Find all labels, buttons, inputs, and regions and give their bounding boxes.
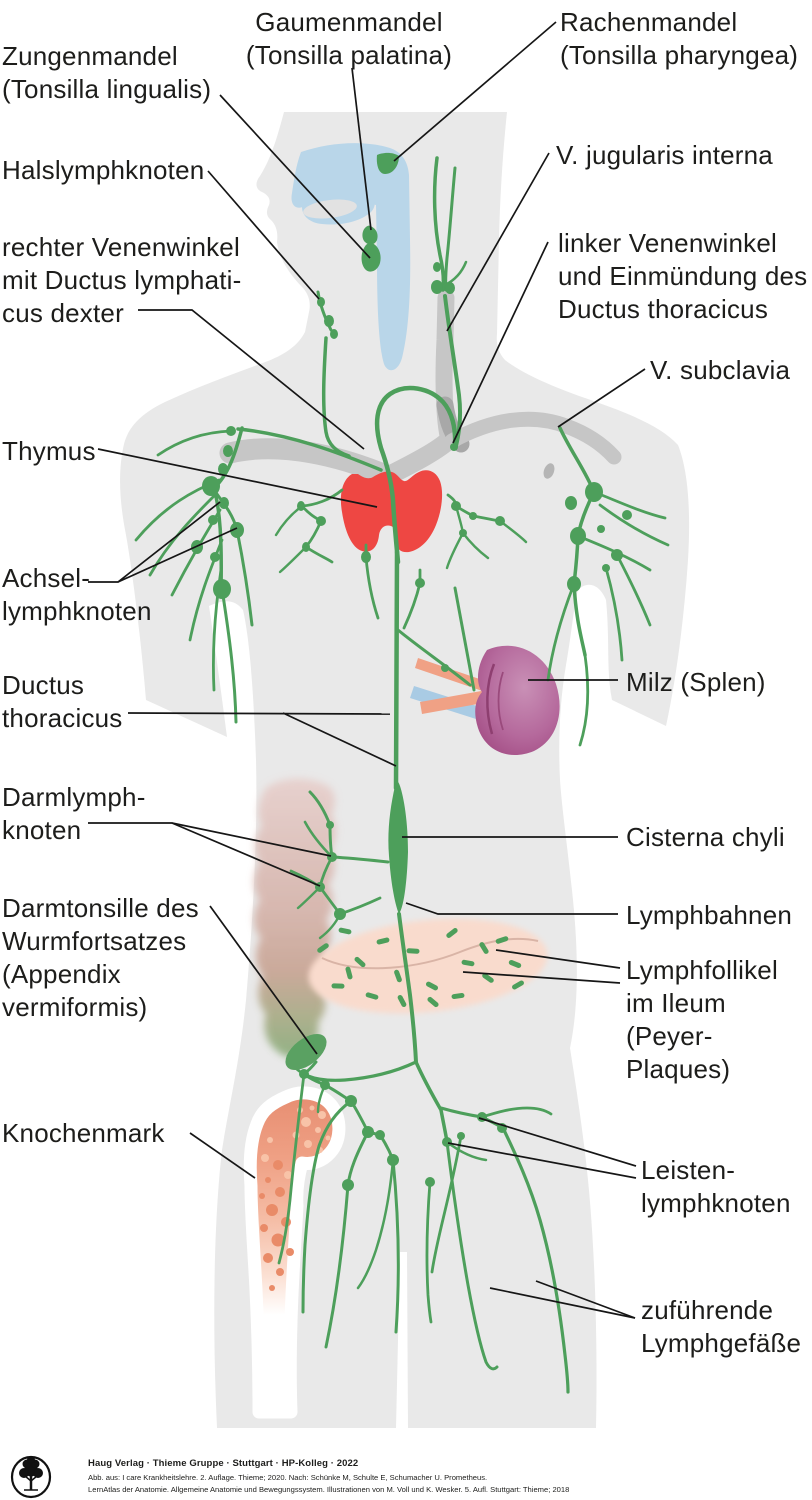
label-darmlymphknoten: Darmlymph- knoten (2, 782, 146, 845)
ileum-peyer-plaques (308, 918, 548, 1014)
vein-left-brachiocephalic (219, 438, 399, 487)
splenic-artery-2 (420, 688, 500, 714)
cisterna-chyli-shape (388, 781, 408, 914)
label-ductus-thoracicus: Ductus thoracicus (2, 670, 123, 733)
thieme-tree-logo (10, 1455, 52, 1499)
appendix-tonsil (285, 1034, 327, 1070)
label-darmtonsille: Darmtonsille des Wurmfortsatzes (Appendi… (2, 893, 199, 1022)
label-lymphbahnen: Lymphbahnen (626, 900, 793, 930)
head-airway (291, 143, 411, 371)
label-rechter-venenwinkel: rechter Venenwinkel mit Ductus lymphati-… (2, 232, 242, 328)
femur-bone (243, 1086, 346, 1419)
vessel-cut-oval (543, 463, 555, 479)
label-halslymphknoten: Halslymphknoten (2, 155, 205, 185)
label-linker-venenwinkel: linker Venenwinkel und Einmündung des Du… (558, 228, 808, 324)
label-v-subclavia: V. subclavia (650, 355, 791, 385)
label-lymphfollikel: Lymphfollikel im Ileum (Peyer-Plaques) (626, 955, 778, 1084)
label-thymus: Thymus (2, 436, 96, 466)
footer-publisher-line: Haug Verlag · Thieme Gruppe · Stuttgart … (88, 1458, 359, 1469)
label-rachenmandel: Rachenmandel (Tonsilla pharyngea) (560, 7, 799, 70)
tongue (303, 199, 357, 219)
veins (219, 289, 622, 514)
tonsils (285, 152, 408, 1070)
rachenmandel-tonsil (376, 152, 399, 174)
label-cisterna-chyli: Cisterna chyli (626, 822, 785, 852)
leader-lines (88, 21, 646, 1319)
label-leistenlymphknoten: Leisten- lymphknoten (641, 1155, 791, 1218)
label-v-jugularis-interna: V. jugularis interna (556, 140, 773, 170)
label-achsellymphknoten: Achsel- lymphknoten (2, 563, 152, 626)
label-knochenmark: Knochenmark (2, 1118, 165, 1148)
label-zungenmandel: Zungenmandel (Tonsilla lingualis) (2, 41, 212, 104)
lymph-follicles (317, 927, 524, 1008)
label-milz: Milz (Splen) (626, 667, 766, 697)
footer-credit-line-1: Abb. aus: I care Krankheitslehre. 2. Auf… (88, 1473, 488, 1482)
marrow-dots-dark (259, 1160, 294, 1291)
vein-subclavia (444, 411, 622, 465)
label-zufuehrende-lymphgefaesse: zuführende Lymphgefäße (641, 1295, 802, 1358)
zungenmandel-tonsil (361, 242, 381, 272)
label-gaumenmandel: Gaumenmandel (Tonsilla palatina) (245, 7, 453, 70)
footer-credit-line-2: LernAtlas der Anatomie. Allgemeine Anato… (88, 1485, 570, 1494)
gaumenmandel-tonsil (362, 225, 378, 245)
